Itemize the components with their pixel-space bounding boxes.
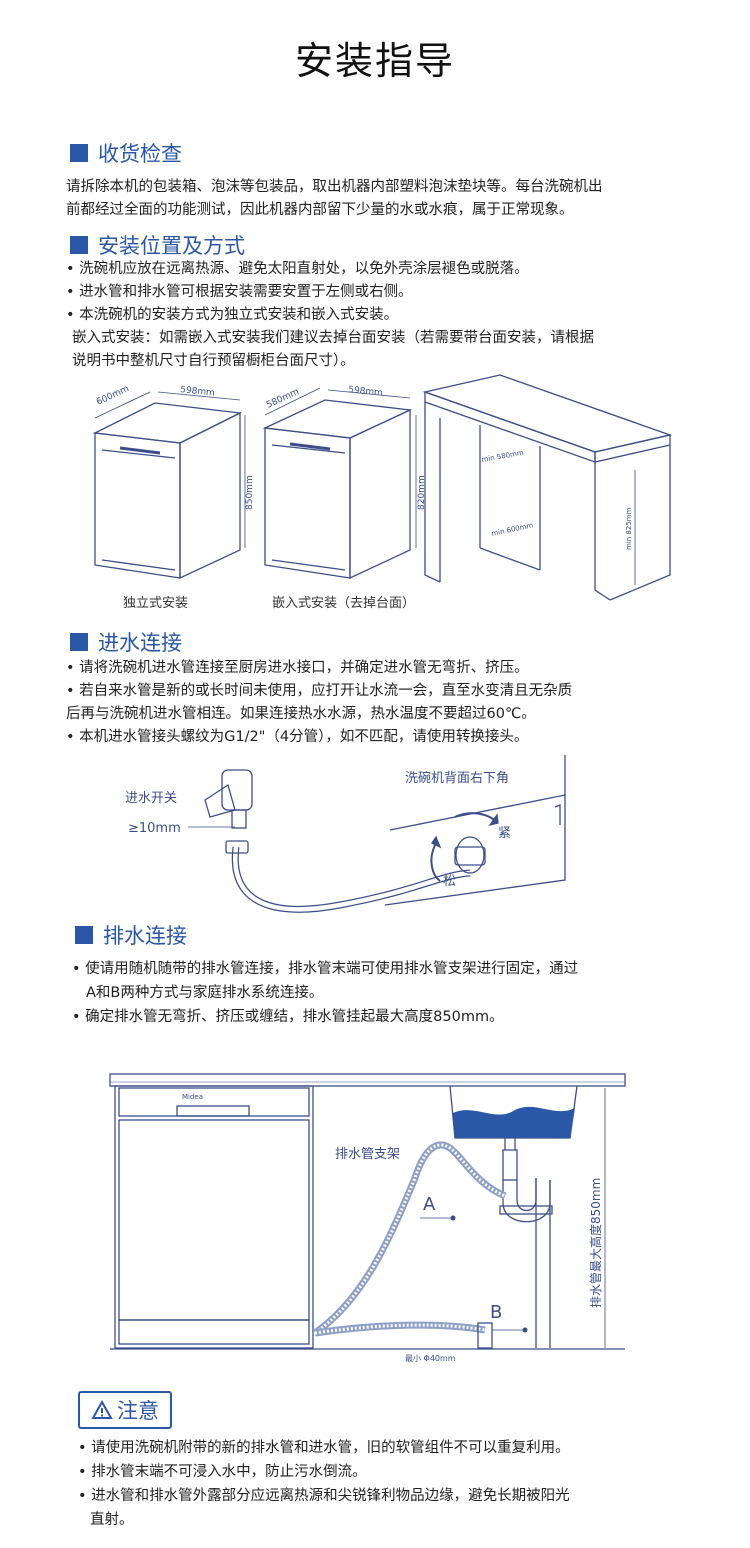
label-gap: ≥10mm [128, 821, 181, 836]
dim-b-height: 820mm [417, 475, 427, 510]
inlet-diagram: 进水开关 ≥10mm 洗碗机背面右下角 紧 松 [125, 755, 566, 913]
caption-free-standing: 独立式安装 [123, 596, 189, 611]
brand-logo: Midea [182, 1093, 203, 1101]
text-line: 后再与洗碗机进水管相连。如果连接热水水源，热水温度不要超过60℃。 [66, 706, 536, 722]
bullet-item: • 若自来水管是新的或长时间未使用，应打开让水流一会，直至水变清且无杂质 [66, 683, 573, 699]
label-tight: 紧 [498, 826, 511, 841]
drain-diagram: Midea 排水管支架 A B 最小 Φ40mm 排水管最大高度850mm [109, 1073, 626, 1363]
label-option-b: B [490, 1302, 502, 1323]
free-standing-dishwasher [92, 402, 243, 580]
drain-text: • 使请用随机随带的排水管连接，排水管末端可使用排水管支架进行固定，通过 A和B… [72, 957, 742, 1029]
dim-a-depth: 600mm [95, 384, 131, 408]
label-min-diameter: 最小 Φ40mm [405, 1354, 456, 1363]
heading-square-icon [70, 144, 88, 162]
dishwasher-front [114, 1085, 314, 1349]
heading-square-icon [75, 926, 93, 944]
bullet-item: • 进水管和排水管可根据安装需要安置于左侧或右侧。 [66, 284, 413, 300]
text-line: 请拆除本机的包装箱、泡沫等包装品，取出机器内部塑料泡沫垫块等。每台洗碗机出 [66, 179, 603, 195]
text-line: A和B两种方式与家庭排水系统连接。 [86, 985, 324, 1001]
section-heading-drain: 排水连接 [75, 920, 187, 950]
heading-text: 安装位置及方式 [98, 234, 245, 258]
heading-square-icon [70, 633, 88, 651]
bullet-item: • 本洗碗机的安装方式为独立式安装和嵌入式安装。 [66, 307, 399, 323]
text-line: 说明书中整机尺寸自行预留橱柜台面尺寸）。 [72, 353, 355, 369]
bullet-item: • 请使用洗碗机附带的新的排水管和进水管，旧的软管组件不可以重复利用。 [78, 1440, 570, 1456]
dim-c-depth: min 580mm [481, 449, 524, 464]
inspection-text: 请拆除本机的包装箱、泡沫等包装品，取出机器内部塑料泡沫垫块等。每台洗碗机出 前都… [66, 176, 746, 222]
text-line: 嵌入式安装：如需嵌入式安装我们建议去掉台面安装（若需要带台面安装，请根据 [72, 330, 594, 346]
label-bracket: 排水管支架 [335, 1147, 400, 1162]
dim-a-height: 850mm [245, 475, 255, 510]
page-title: 安装指导 [294, 39, 455, 83]
bullet-item: • 洗碗机应放在远离热源、避免太阳直射处，以免外壳涂层褪色或脱落。 [66, 261, 529, 277]
text-line: 直射。 [90, 1512, 134, 1528]
water-tap [204, 769, 253, 829]
bullet-item: • 请将洗碗机进水管连接至厨房进水接口，并确定进水管无弯折、挤压。 [66, 660, 529, 676]
heading-text: 排水连接 [103, 924, 187, 948]
sink-water [453, 1106, 575, 1138]
warning-triangle-icon [91, 1400, 113, 1419]
label-loose: 松 [443, 874, 456, 889]
bullet-item: • 本机进水管接头螺纹为G1/2"（4分管），如不匹配，请使用转换接头。 [66, 729, 529, 745]
dim-a-width: 598mm [180, 385, 216, 399]
label-option-a: A [423, 1194, 436, 1215]
caption-built-in: 嵌入式安装（去掉台面） [272, 596, 416, 611]
bullet-item: • 排水管末端不可浸入水中，防止污水倒流。 [78, 1464, 367, 1480]
water-inlet-text: • 请将洗碗机进水管连接至厨房进水接口，并确定进水管无弯折、挤压。 • 若自来水… [66, 657, 746, 749]
built-in-dishwasher [262, 399, 413, 580]
dim-c-width: min 600mm [491, 521, 534, 538]
position-text: • 洗碗机应放在远离热源、避免太阳直射处，以免外壳涂层褪色或脱落。 • 进水管和… [66, 258, 746, 373]
notice-label: 注意 [117, 1399, 159, 1423]
dim-c-height: min 825mm [625, 507, 633, 550]
text-line: 前都经过全面的功能测试，因此机器内部留下少量的水或水痕，属于正常现象。 [66, 202, 574, 218]
dim-b-width: 598mm [348, 385, 384, 399]
installation-diagram: 600mm 598mm 850mm 580mm 598mm 820mm min … [92, 374, 673, 601]
bullet-item: • 使请用随机随带的排水管连接，排水管末端可使用排水管支架进行固定，通过 [72, 961, 579, 977]
bullet-item: • 确定排水管无弯折、挤压或缠结，排水管挂起最大高度850mm。 [72, 1009, 504, 1025]
bullet-item: • 进水管和排水管外露部分应远离热源和尖锐锋利物品边缘，避免长期被阳光 [78, 1488, 570, 1504]
label-tap: 进水开关 [125, 791, 177, 806]
heading-square-icon [70, 236, 88, 254]
label-back-corner: 洗碗机背面右下角 [405, 770, 509, 786]
section-heading-position: 安装位置及方式 [70, 230, 245, 260]
notice-badge: 注意 [78, 1391, 172, 1429]
section-heading-inspection: 收货检查 [70, 138, 182, 168]
heading-text: 进水连接 [98, 631, 182, 655]
notice-text: • 请使用洗碗机附带的新的排水管和进水管，旧的软管组件不可以重复利用。 • 排水… [78, 1436, 743, 1532]
dim-b-depth: 580mm [265, 387, 301, 411]
heading-text: 收货检查 [98, 142, 182, 166]
label-max-height: 排水管最大高度850mm [588, 1178, 603, 1308]
cabinet-niche [422, 374, 673, 601]
section-heading-water-inlet: 进水连接 [70, 627, 182, 657]
